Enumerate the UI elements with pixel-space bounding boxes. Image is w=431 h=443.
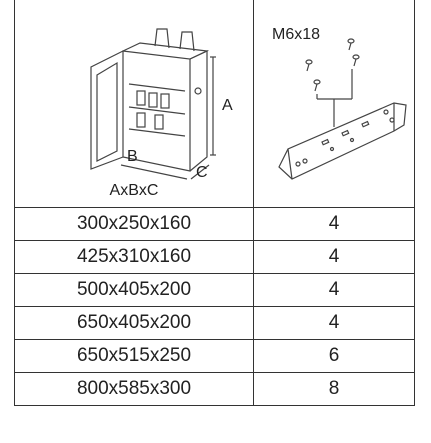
qty-cell: 8: [253, 372, 415, 406]
cabinet-body-side: [189, 50, 208, 172]
dim-c-label: C: [196, 164, 208, 181]
bracket-drawing: M6x18: [272, 26, 407, 180]
mounting-bracket: [278, 102, 407, 180]
cabinet-drawing: A B C AxBxC: [90, 28, 233, 199]
size-cell: 500x405x200: [14, 273, 254, 307]
size-cell: 300x250x160: [14, 207, 254, 241]
handle-right: [179, 31, 195, 52]
illustration-row: A B C AxBxC M6x18: [14, 0, 415, 208]
qty-cell: 6: [253, 339, 415, 373]
door-inner-panel: [96, 61, 118, 162]
qty-cell: 4: [253, 273, 415, 307]
size-cell: 800x585x300: [14, 372, 254, 406]
qty-cell: 4: [253, 240, 415, 274]
table-row: 650x405x200 4: [14, 306, 415, 340]
table-row: 300x250x160 4: [14, 207, 415, 241]
handle-left: [154, 28, 170, 49]
table-row: 800x585x300 8: [14, 372, 415, 406]
size-cell: 650x405x200: [14, 306, 254, 340]
table-row: 500x405x200 4: [14, 273, 415, 307]
size-caption: AxBxC: [110, 182, 159, 199]
screw-label: M6x18: [272, 26, 320, 43]
mounting-spec-table: A B C AxBxC M6x18: [14, 0, 415, 406]
cabinet-illustration-cell: A B C AxBxC: [14, 0, 254, 208]
dim-b-label: B: [127, 148, 138, 165]
table-row: 425x310x160 4: [14, 240, 415, 274]
dim-a-label: A: [222, 97, 233, 114]
table-row: 650x515x250 6: [14, 339, 415, 373]
qty-cell: 4: [253, 207, 415, 241]
size-cell: 650x515x250: [14, 339, 254, 373]
cabinet-body-top: [122, 42, 210, 60]
qty-cell: 4: [253, 306, 415, 340]
bracket-illustration-cell: M6x18: [253, 0, 415, 208]
screw-icon: [305, 38, 360, 92]
cabinet-door: [90, 50, 124, 170]
size-cell: 425x310x160: [14, 240, 254, 274]
